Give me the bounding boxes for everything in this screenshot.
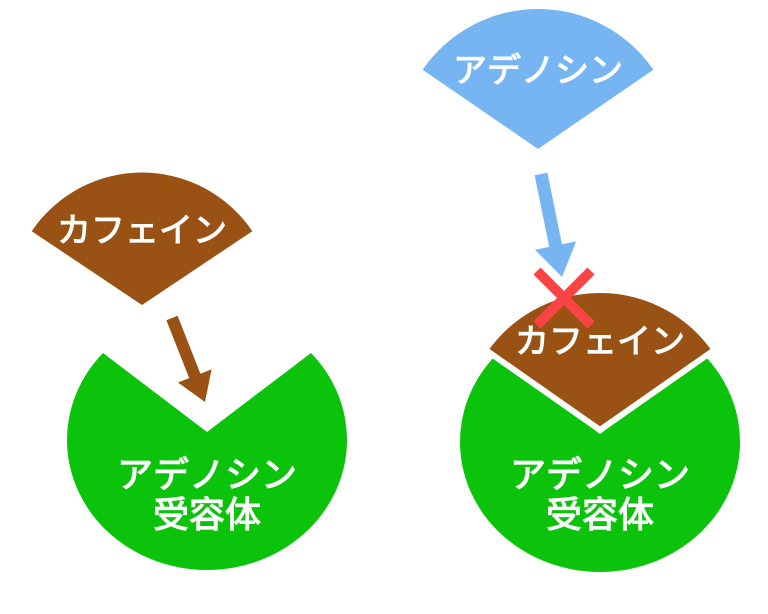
left-scene: カフェイン アデノシン 受容体	[31, 172, 347, 571]
adenosine-ligand-shape	[422, 8, 654, 149]
receptor-shape	[66, 353, 347, 571]
binding-arrow-icon	[166, 315, 212, 402]
receptor-label-line1: アデノシン	[117, 454, 297, 495]
caffeine-blocker-label: カフェイン	[515, 323, 685, 361]
receptor-shape	[460, 355, 740, 573]
receptor-label-line2: 受容体	[153, 494, 261, 535]
receptor-label-line1: アデノシン	[510, 454, 690, 495]
caffeine-ligand-label: カフェイン	[57, 212, 227, 250]
blocked-x-icon	[533, 267, 595, 329]
blocked-arrow-icon	[534, 172, 577, 277]
caffeine-ligand-shape	[31, 172, 253, 305]
adenosine-ligand-label: アデノシン	[453, 51, 623, 90]
right-scene: アデノシン カフェイン アデノシン 受容体	[422, 8, 740, 573]
receptor-label-line2: 受容体	[546, 494, 654, 535]
